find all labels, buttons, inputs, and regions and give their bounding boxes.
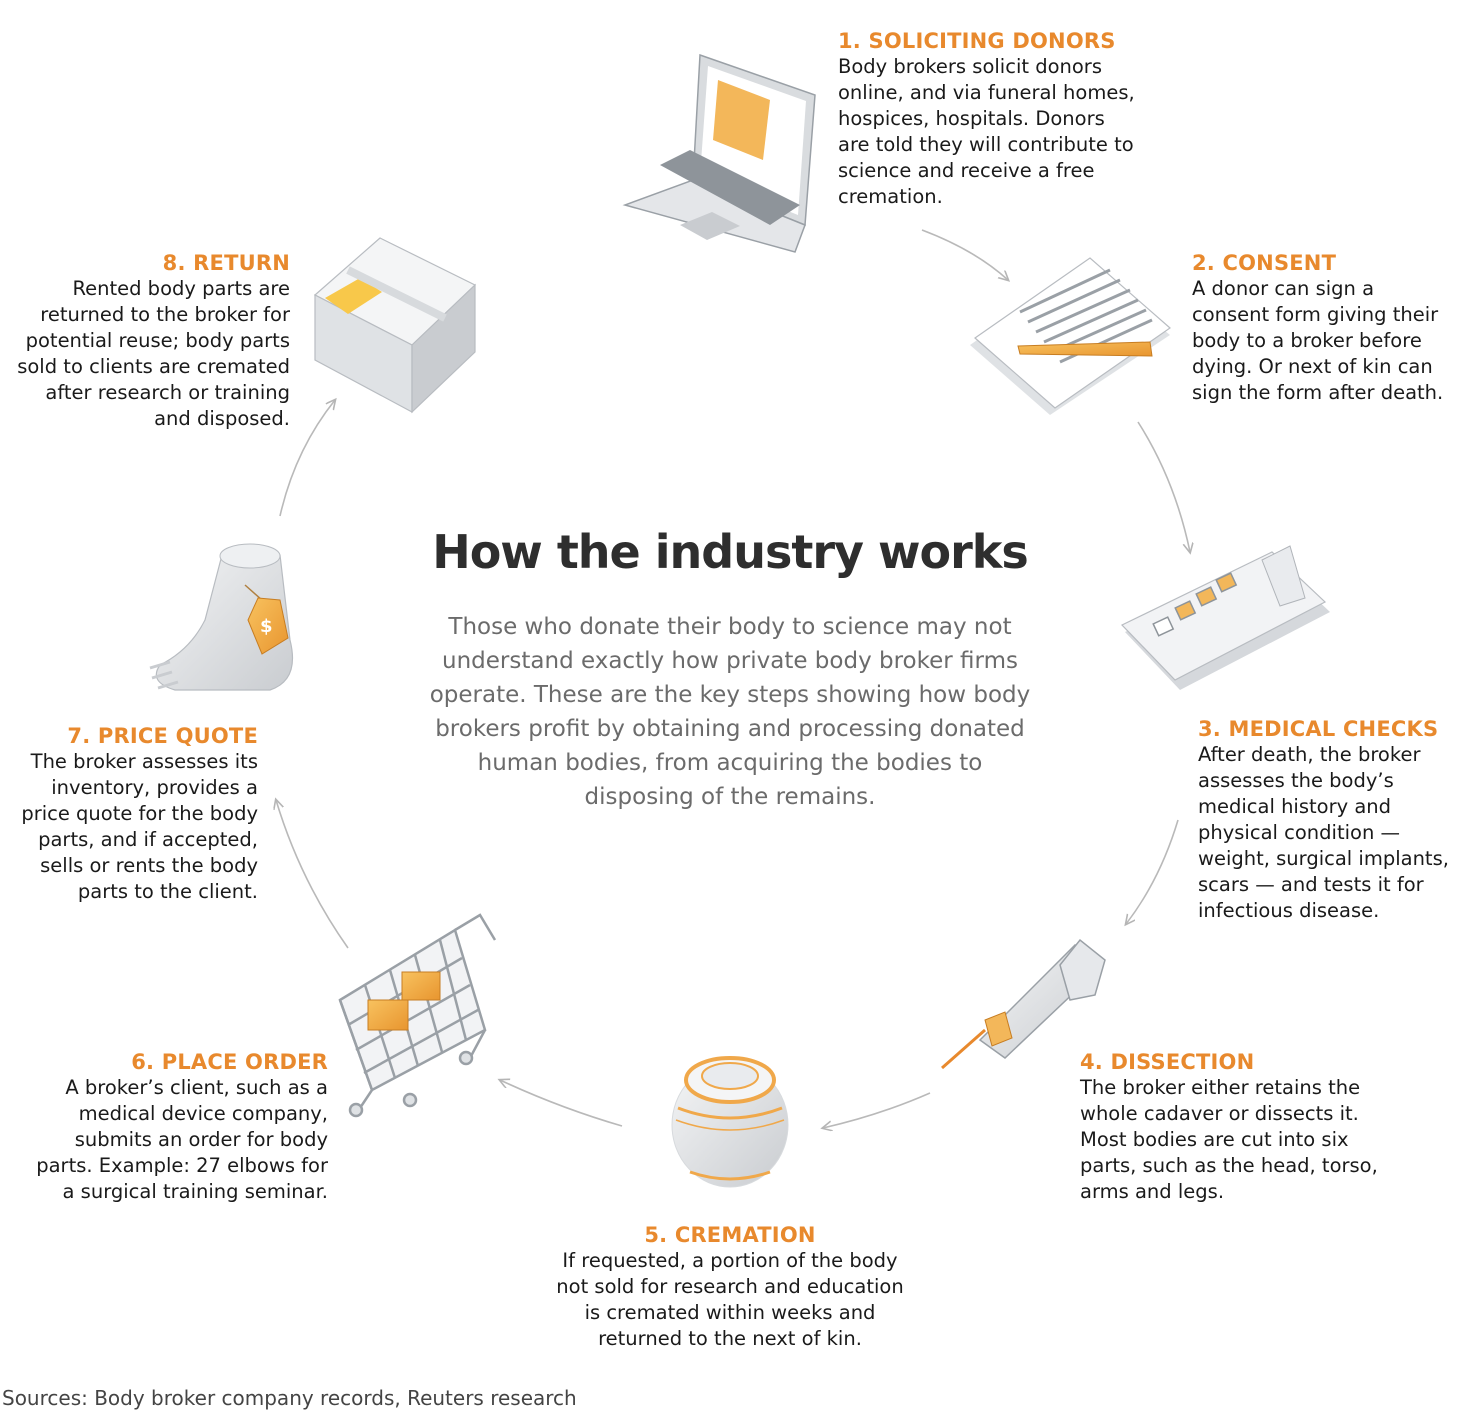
step-7: 7. PRICE QUOTE The broker assesses its i… bbox=[0, 723, 258, 905]
step-title: 2. CONSENT bbox=[1192, 251, 1337, 275]
step-title: 7. PRICE QUOTE bbox=[67, 724, 258, 748]
urn-icon bbox=[671, 1056, 789, 1188]
svg-text:$: $ bbox=[260, 616, 273, 637]
step-8: 8. RETURN Rented body parts are returned… bbox=[0, 250, 290, 432]
page-title: How the industry works bbox=[432, 525, 1029, 579]
step-description: Body brokers solicit donors online, and … bbox=[838, 55, 1135, 208]
arrow-3-to-4 bbox=[1126, 819, 1179, 924]
cycle-arrows bbox=[276, 229, 1190, 1128]
step-6: 6. PLACE ORDER A broker’s client, such a… bbox=[0, 1049, 328, 1205]
step-3: 3. MEDICAL CHECKS After death, the broke… bbox=[1198, 716, 1458, 924]
step-description: After death, the broker assesses the bod… bbox=[1198, 743, 1449, 922]
step-1: 1. SOLICITING DONORS Body brokers solici… bbox=[838, 28, 1178, 210]
laptop-icon bbox=[622, 53, 816, 253]
step-4: 4. DISSECTION The broker either retains … bbox=[1080, 1049, 1420, 1205]
step-description: If requested, a portion of the body not … bbox=[556, 1249, 904, 1350]
source-note: Sources: Body broker company records, Re… bbox=[2, 1386, 577, 1410]
step-description: The broker either retains the whole cada… bbox=[1080, 1076, 1378, 1203]
step-description: A donor can sign a consent form giving t… bbox=[1192, 277, 1444, 404]
clipboard-icon bbox=[1120, 545, 1330, 690]
step-title: 1. SOLICITING DONORS bbox=[838, 29, 1116, 53]
arrow-2-to-3 bbox=[1137, 421, 1190, 552]
arrow-4-to-5 bbox=[823, 1092, 931, 1128]
step-5: 5. CREMATION If requested, a portion of … bbox=[520, 1222, 940, 1352]
step-title: 4. DISSECTION bbox=[1080, 1050, 1255, 1074]
consent-form-icon bbox=[970, 257, 1171, 415]
tagged-foot-icon: $ bbox=[149, 543, 294, 691]
step-title: 6. PLACE ORDER bbox=[131, 1050, 328, 1074]
bone-saw-icon bbox=[941, 938, 1106, 1070]
step-title: 3. MEDICAL CHECKS bbox=[1198, 717, 1439, 741]
arrow-7-to-8 bbox=[279, 400, 335, 517]
intro-paragraph: Those who donate their body to science m… bbox=[429, 614, 1031, 810]
box-icon bbox=[313, 237, 477, 414]
shopping-cart-icon bbox=[338, 913, 497, 1118]
arrow-1-to-2 bbox=[921, 229, 1008, 280]
step-title: 5. CREMATION bbox=[644, 1223, 816, 1247]
step-2: 2. CONSENT A donor can sign a consent fo… bbox=[1192, 250, 1457, 406]
arrow-6-to-7 bbox=[276, 800, 349, 949]
step-description: A broker’s client, such as a medical dev… bbox=[36, 1076, 328, 1203]
step-title: 8. RETURN bbox=[162, 251, 290, 275]
arrow-5-to-6 bbox=[500, 1080, 623, 1127]
step-description: The broker assesses its inventory, provi… bbox=[21, 750, 258, 903]
step-description: Rented body parts are returned to the br… bbox=[17, 277, 290, 430]
